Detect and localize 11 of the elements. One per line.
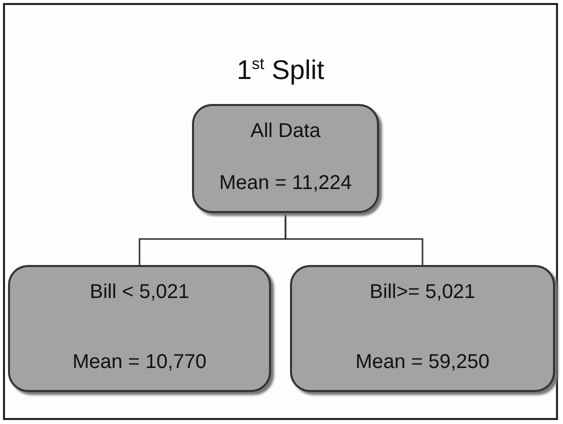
node-text: Mean = 10,770 xyxy=(72,351,206,374)
node-text: Mean = 11,224 xyxy=(219,172,352,195)
rounded-node-box xyxy=(192,104,379,213)
node-text: Mean = 59,250 xyxy=(356,351,490,374)
node-text: All Data xyxy=(250,120,321,143)
connector-line xyxy=(284,213,424,265)
rounded-node-box xyxy=(8,265,271,392)
node-text: Bill>= 5,021 xyxy=(370,281,476,304)
rounded-node-box xyxy=(290,265,555,392)
node-text: Bill < 5,021 xyxy=(90,281,190,304)
slide-title: 1$^{st}$ Split xyxy=(236,55,326,86)
